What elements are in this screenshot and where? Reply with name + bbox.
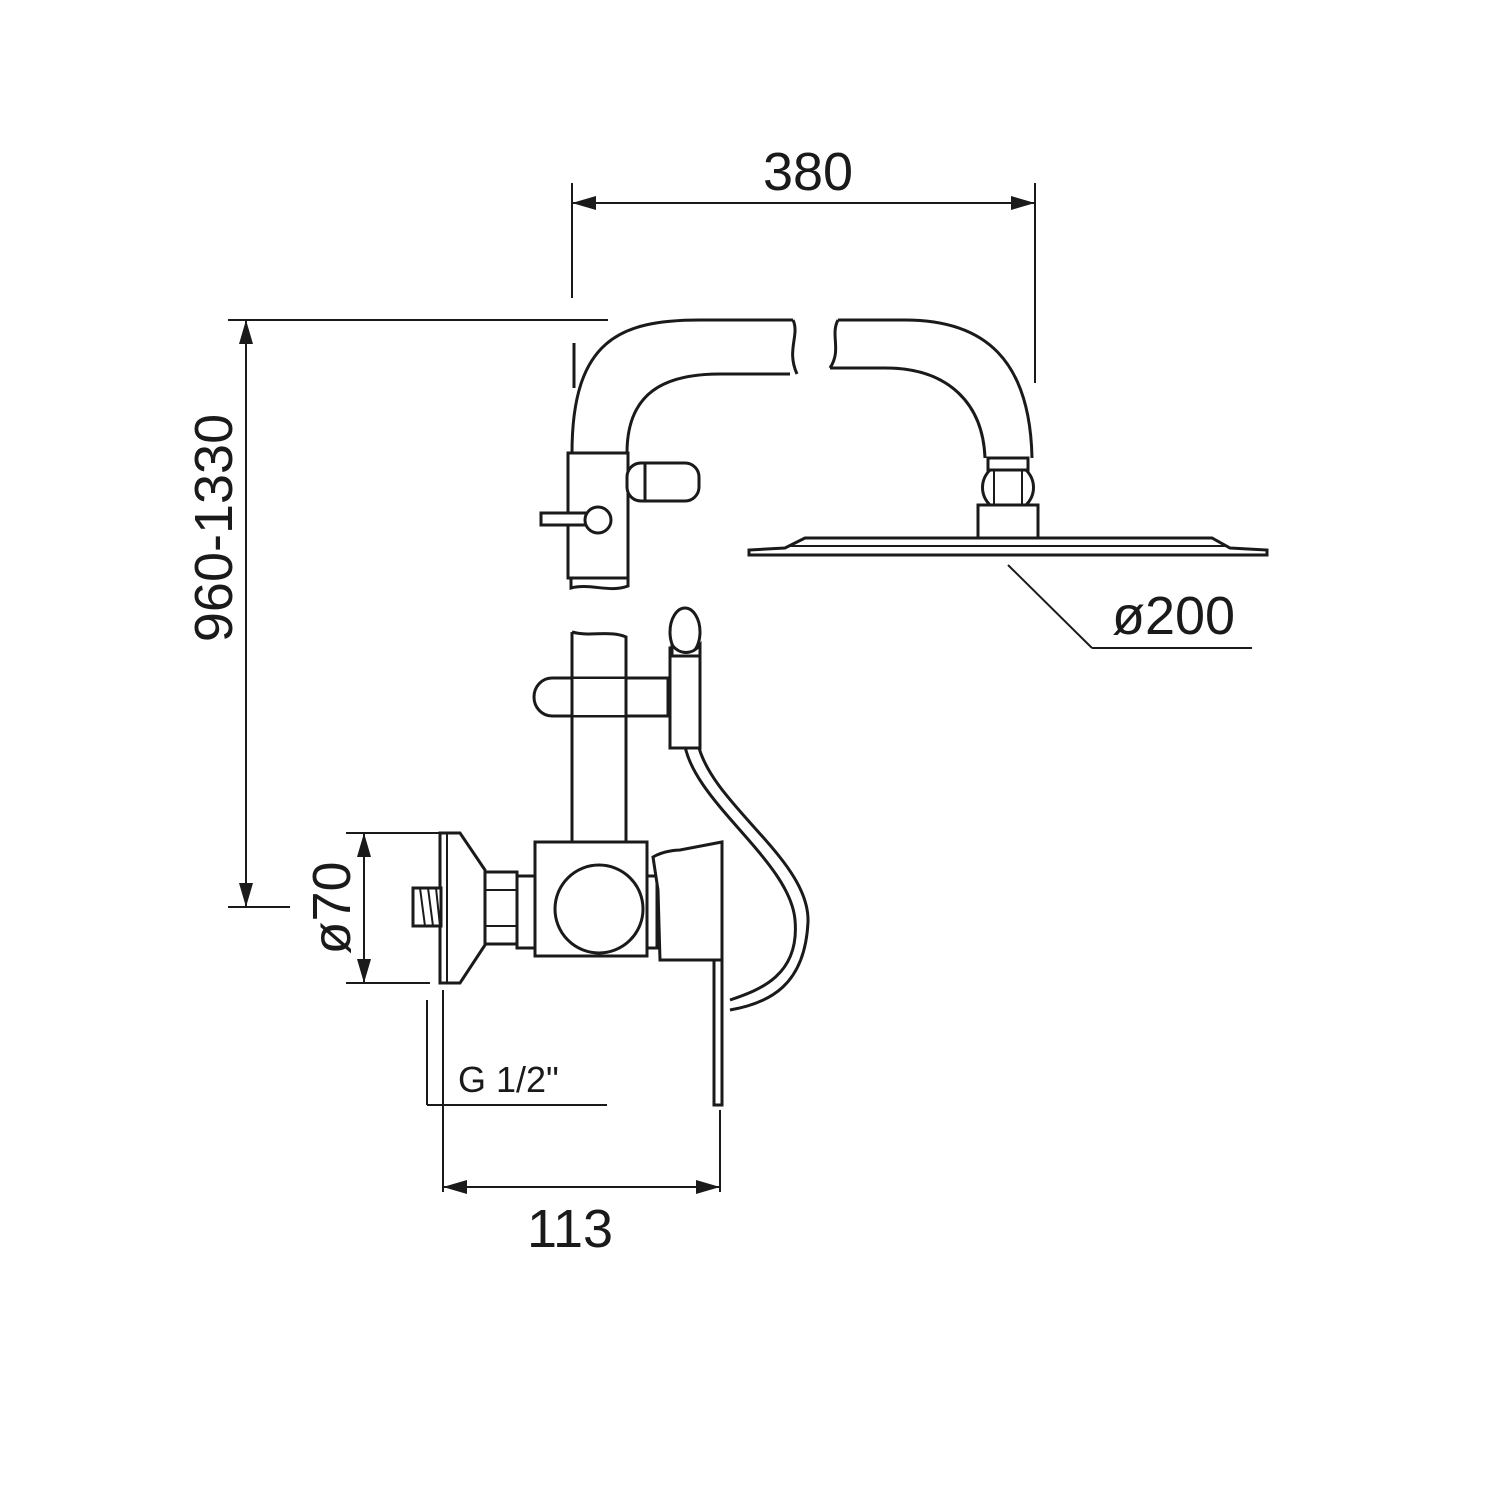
dimension-height-range: 960-1330 — [184, 319, 608, 908]
dimension-head-diameter: ø200 — [1007, 564, 1252, 649]
riser-bracket — [539, 451, 701, 591]
riser-pipe — [532, 630, 670, 842]
dimension-height-range-label: 960-1330 — [184, 414, 244, 642]
wall-mixer — [411, 831, 724, 1107]
dimension-arm-length-label: 380 — [763, 142, 853, 202]
shower-arm — [570, 318, 1034, 459]
hand-shower — [668, 606, 810, 1012]
dimension-flange-diameter-label: ø70 — [302, 861, 362, 954]
dimension-mixer-depth: 113 — [442, 990, 721, 1259]
thread-note: G 1/2" — [426, 1000, 607, 1106]
dimension-mixer-depth-label: 113 — [527, 1199, 613, 1259]
thread-note-label: G 1/2" — [458, 1059, 559, 1100]
dimension-head-diameter-label: ø200 — [1112, 586, 1235, 646]
dimension-arm-length: 380 — [571, 142, 1036, 383]
rain-shower-head — [747, 456, 1269, 557]
dimension-flange-diameter: ø70 — [302, 832, 440, 984]
